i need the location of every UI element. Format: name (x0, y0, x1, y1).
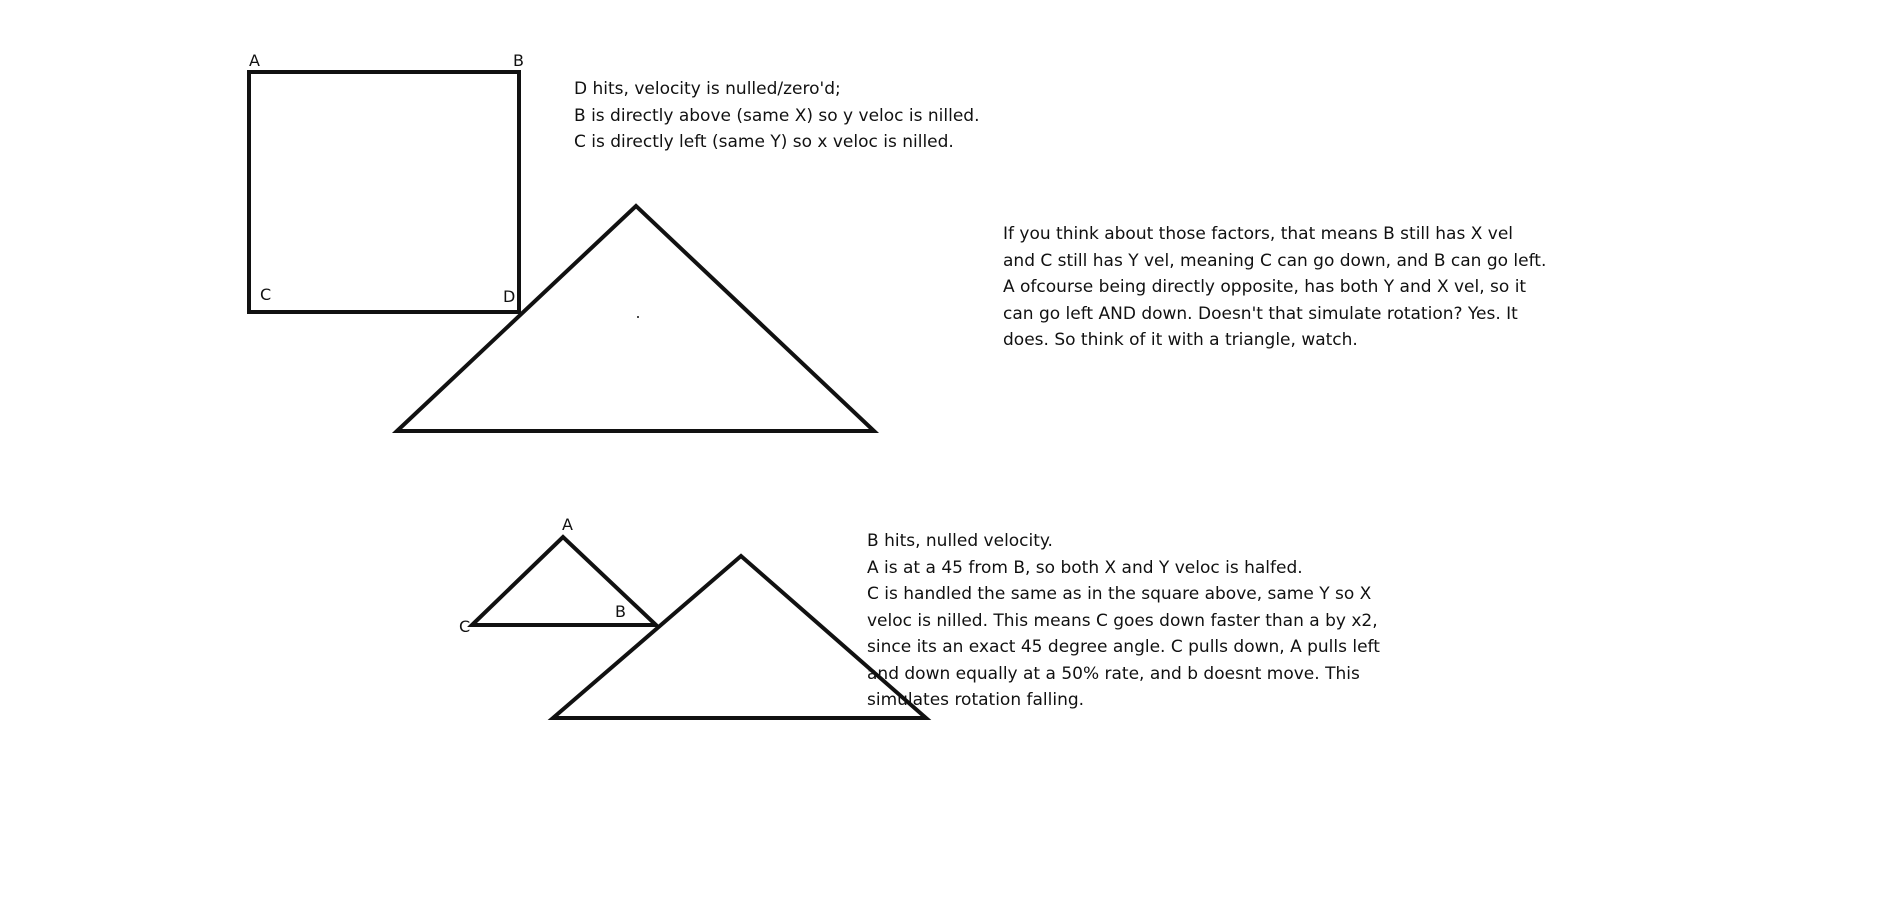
square-corner-label-d: D (503, 287, 516, 306)
ground-triangle-top (391, 203, 880, 433)
explanation-line: and C still has Y vel, meaning C can go … (1003, 250, 1547, 271)
square-note: D hits, velocity is nulled/zero'd; B is … (574, 76, 980, 156)
falling-triangle (467, 534, 662, 627)
triangle-vertex-label-a: A (562, 515, 573, 534)
stray-dot (637, 316, 639, 318)
triangle-note-line: A is at a 45 from B, so both X and Y vel… (867, 557, 1303, 578)
ground-triangle-bottom (547, 553, 932, 720)
falling-square (247, 70, 521, 314)
square-note-line: D hits, velocity is nulled/zero'd; (574, 79, 841, 99)
explanation-line: A ofcourse being directly opposite, has … (1003, 277, 1527, 297)
triangle-note-line: veloc is nilled. This means C goes down … (867, 610, 1378, 631)
square-note-line: C is directly left (same Y) so x veloc i… (574, 132, 954, 152)
triangle-note-line: B hits, nulled velocity. (867, 531, 1053, 551)
explanation-line: does. So think of it with a triangle, wa… (1003, 330, 1358, 350)
square-corner-label-c: C (260, 285, 272, 304)
explanation-paragraph: If you think about those factors, that m… (1003, 221, 1546, 354)
triangle-note-line: C is handled the same as in the square a… (867, 584, 1372, 604)
triangle-vertex-label-c: C (459, 617, 471, 636)
square-note-line: B is directly above (same X) so y veloc … (574, 105, 980, 126)
triangle-note: B hits, nulled velocity. A is at a 45 fr… (867, 528, 1380, 714)
explanation-line: If you think about those factors, that m… (1003, 224, 1514, 244)
triangle-vertex-label-b: B (615, 602, 626, 621)
explanation-line: can go left AND down. Doesn't that simul… (1003, 303, 1518, 324)
triangle-note-line: and down equally at a 50% rate, and b do… (867, 663, 1360, 684)
square-corner-label-b: B (513, 51, 524, 70)
triangle-note-line: simulates rotation falling. (867, 690, 1085, 710)
square-corner-label-a: A (249, 51, 260, 70)
triangle-note-line: since its an exact 45 degree angle. C pu… (867, 637, 1380, 657)
